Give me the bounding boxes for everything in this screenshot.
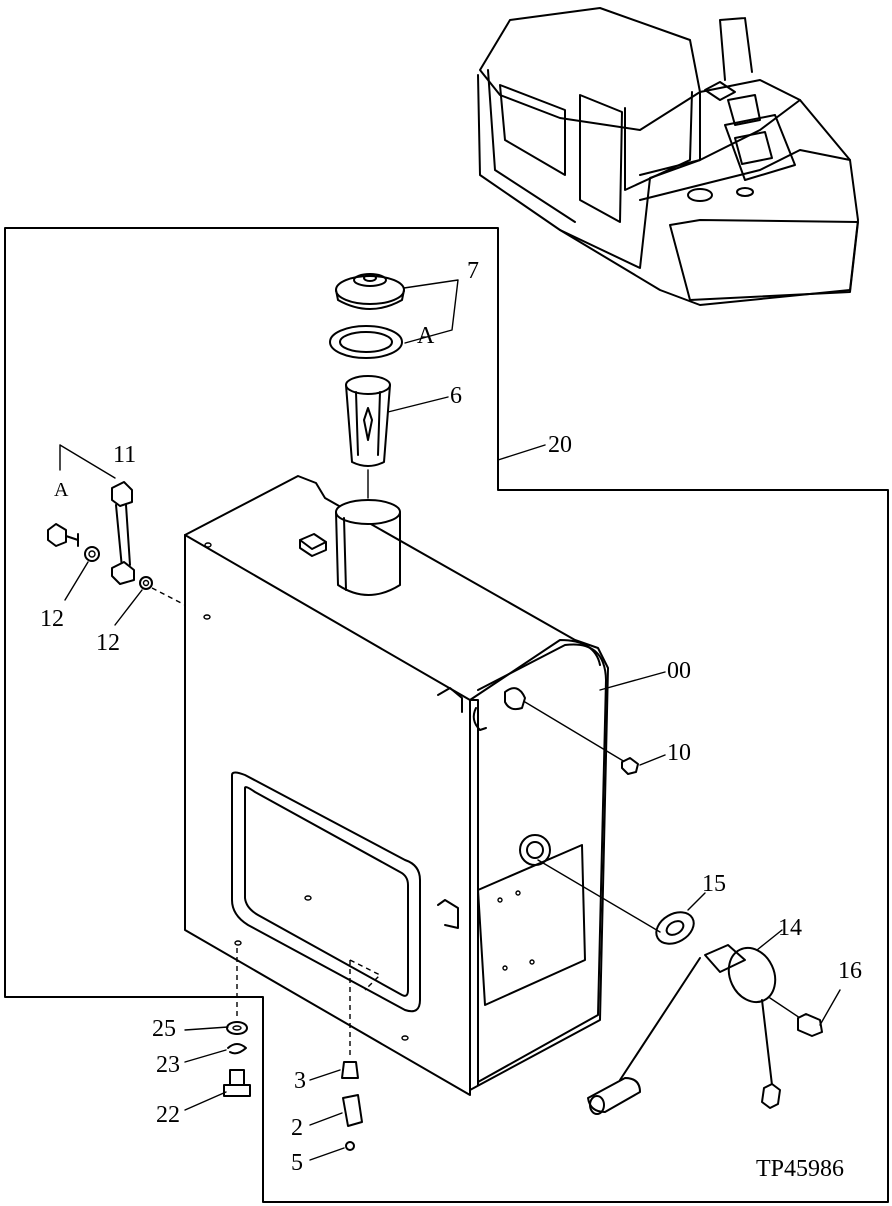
callout-5: 5 (291, 1150, 303, 1176)
callout-12-right: 12 (96, 630, 120, 656)
callout-20: 20 (548, 432, 572, 458)
callout-25: 25 (152, 1016, 176, 1042)
callout-6: 6 (450, 383, 462, 409)
fuel-sender-assembly (537, 859, 823, 1115)
callout-11: 11 (113, 442, 136, 468)
callout-10: 10 (667, 740, 691, 766)
callout-A-gasket: A (417, 323, 435, 349)
drain-parts-left (223, 948, 251, 1097)
fuel-tank-body (184, 475, 609, 1096)
callout-7: 7 (467, 258, 479, 284)
drain-parts-center (341, 959, 382, 1151)
callout-12-left: 12 (40, 606, 64, 632)
excavator-locator-view (477, 7, 859, 306)
leader-lines (64, 279, 841, 1161)
callout-15: 15 (702, 871, 726, 897)
callout-00: 00 (667, 658, 691, 684)
drawing-reference-id: TP45986 (756, 1156, 844, 1182)
fuel-cap (335, 273, 405, 310)
fuel-strainer (345, 375, 391, 467)
callout-3: 3 (294, 1068, 306, 1094)
cap-gasket-ring (329, 325, 403, 359)
callout-14: 14 (778, 915, 802, 941)
callout-23: 23 (156, 1052, 180, 1078)
level-gauge (47, 444, 186, 606)
tank-plug (524, 701, 639, 775)
assembly-boundary-frame (4, 227, 889, 1203)
callout-2: 2 (291, 1115, 303, 1141)
callout-22: 22 (156, 1102, 180, 1128)
callout-16: 16 (838, 958, 862, 984)
callout-A-gauge: A (54, 479, 69, 501)
